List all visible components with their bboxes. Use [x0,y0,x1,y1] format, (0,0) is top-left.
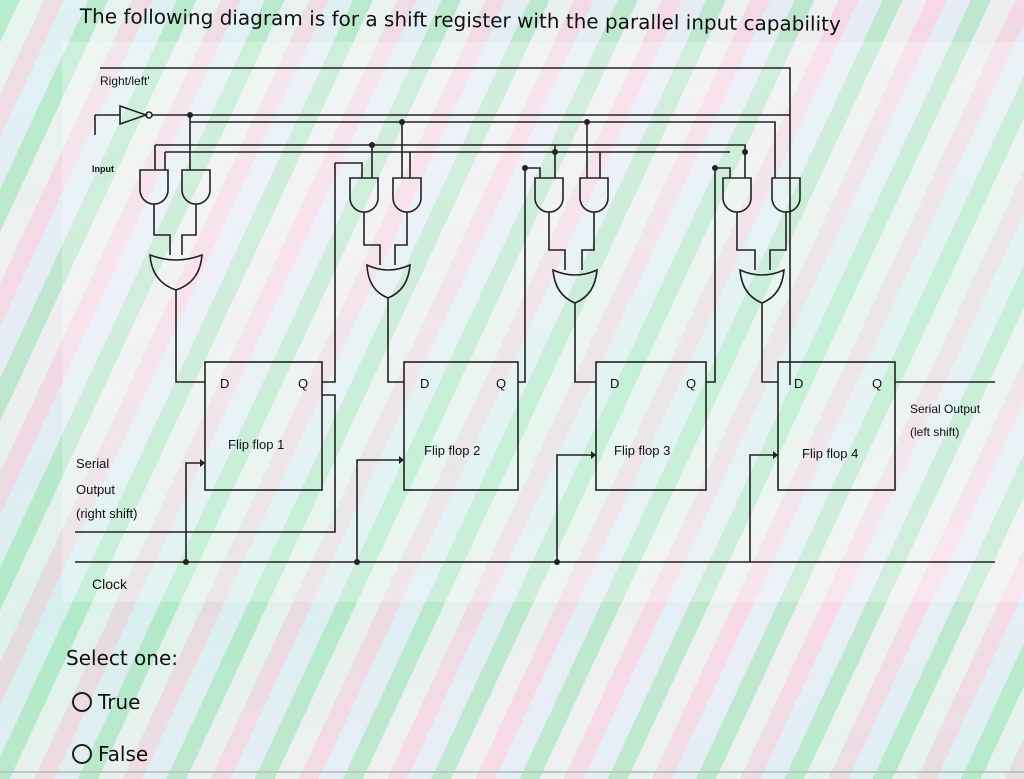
ff4-name: Flip flop 4 [802,446,859,461]
ff1-d-label: D [220,376,230,391]
clock-arrow-icon [773,451,778,459]
clock-arrow-icon [591,451,596,459]
top-loop-wire [100,67,791,385]
and-gate-icon [181,169,211,205]
ff1-q-label: Q [298,376,309,391]
ff3-q-label: Q [686,376,697,391]
buffer-gate-icon [119,104,149,126]
or-gate-icon [552,268,598,304]
right-left-label: Right/left' [100,74,150,88]
and-gate-icon [349,177,379,213]
or-gate-icon [366,263,411,299]
and-gate-icon [771,177,801,213]
ff3-d-label: D [610,376,620,391]
bottom-divider [0,771,1024,773]
and-gate-icon [392,177,422,213]
flip-flop-4-box [777,361,896,491]
input-label: Input [92,164,114,174]
and-gate-icon [722,177,752,213]
ff3-name: Flip flop 3 [614,443,671,458]
option-true[interactable]: True [72,690,140,714]
ff4-d-label: D [794,376,804,391]
option-false[interactable]: False [72,742,148,766]
ff2-q-label: Q [496,376,507,391]
clock-arrow-icon [399,456,404,464]
and-gate-icon [139,169,169,205]
option-false-label: False [98,742,149,766]
clock-label: Clock [92,576,128,592]
ff4-q-label: Q [872,376,883,391]
or-gate-icon [149,253,203,291]
or-gate-icon [739,268,785,304]
ff2-name: Flip flop 2 [424,443,481,458]
serial-output-left-line1: Serial Output [910,402,981,416]
diagram-panel [62,42,1024,602]
serial-output-right-line3: (right shift) [76,506,138,521]
option-true-label: True [98,690,141,714]
radio-circle-icon[interactable] [72,692,92,712]
flip-flop-2-box [403,361,519,491]
ff1-name: Flip flop 1 [228,437,285,452]
shift-register-diagram [75,67,995,565]
serial-output-left-line2: (left shift) [910,425,960,439]
and-gate-icon [579,177,609,213]
serial-output-right-line2: Output [76,482,116,497]
clock-arrow-icon [200,459,205,467]
ff2-d-label: D [420,376,430,391]
select-one-prompt: Select one: [66,646,179,670]
radio-circle-icon[interactable] [72,744,92,764]
serial-output-right-line1: Serial [76,456,110,471]
flip-flop-1-box [204,361,323,491]
flip-flop-3-box [595,361,707,491]
and-gate-icon [534,177,564,213]
